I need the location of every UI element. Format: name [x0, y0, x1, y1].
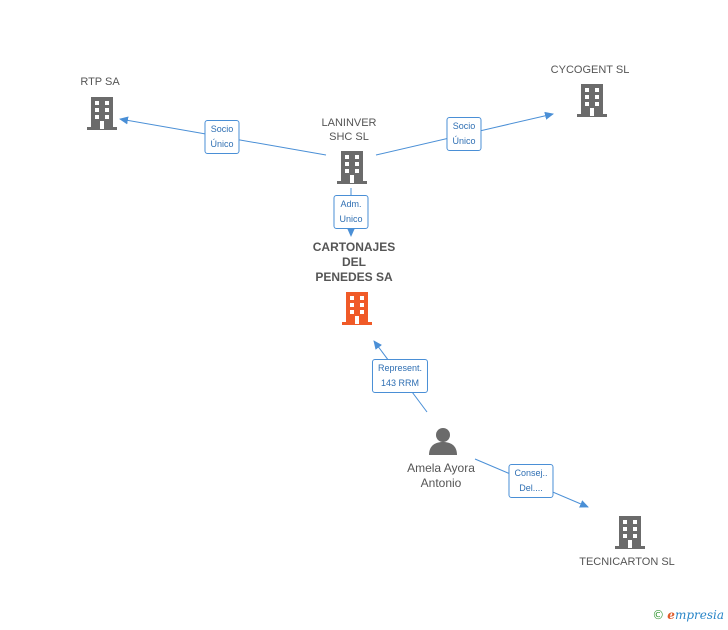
copyright-icon: © [652, 608, 665, 622]
node-label-line: SHC SL [329, 131, 369, 143]
edge-label-line: Socio [210, 124, 234, 134]
edge-label-line: Único [210, 139, 234, 149]
edge-label-laninver-cartonajes[interactable]: Adm. Unico [333, 195, 369, 229]
node-label-line: Antonio [420, 476, 462, 490]
edge-label-line: Consej.. [514, 468, 548, 478]
person-icon[interactable] [429, 428, 457, 455]
edge-label-line: 143 RRM [380, 378, 419, 388]
building-icon[interactable] [342, 292, 372, 325]
node-label-line: DEL [342, 255, 366, 269]
edge-label-line: Socio [452, 121, 476, 131]
edge-label-laninver-rtp[interactable]: Socio Único [204, 120, 240, 154]
brand-logo: ©empresia [652, 608, 724, 622]
building-icon[interactable] [615, 516, 645, 549]
edge-label-amela-cartonajes[interactable]: Represent. 143 RRM [371, 359, 429, 393]
edge-label-line: Adm. [340, 199, 362, 209]
edge-label-laninver-cycogent[interactable]: Socio Único [446, 117, 482, 151]
node-label-line: LANINVER [321, 117, 377, 129]
edge-label-line: Unico [339, 214, 363, 224]
building-icon[interactable] [337, 151, 367, 184]
brand-name: mpresia [674, 608, 724, 622]
node-label-line: PENEDES SA [315, 270, 393, 284]
edge-label-line: Represent. [377, 363, 423, 373]
node-label-line: Amela Ayora [407, 461, 475, 475]
node-label-cycogent[interactable]: CYCOGENT SL [550, 64, 630, 76]
building-icon[interactable] [87, 97, 117, 130]
node-label-cartonajes[interactable]: CARTONAJES DEL PENEDES SA [313, 240, 395, 285]
building-icon[interactable] [577, 84, 607, 117]
node-label-tecnicarton[interactable]: TECNICARTON SL [579, 556, 675, 568]
edge-label-line: Del.... [519, 483, 543, 493]
node-label-amela[interactable]: Amela Ayora Antonio [407, 461, 475, 491]
node-label-rtp[interactable]: RTP SA [80, 76, 120, 88]
node-label-laninver[interactable]: LANINVER SHC SL [321, 116, 376, 144]
brand-initial: e [667, 608, 675, 622]
edge-label-amela-tecnicarton[interactable]: Consej.. Del.... [508, 464, 554, 498]
edge-label-line: Único [452, 136, 476, 146]
node-label-line: CARTONAJES [312, 240, 396, 254]
